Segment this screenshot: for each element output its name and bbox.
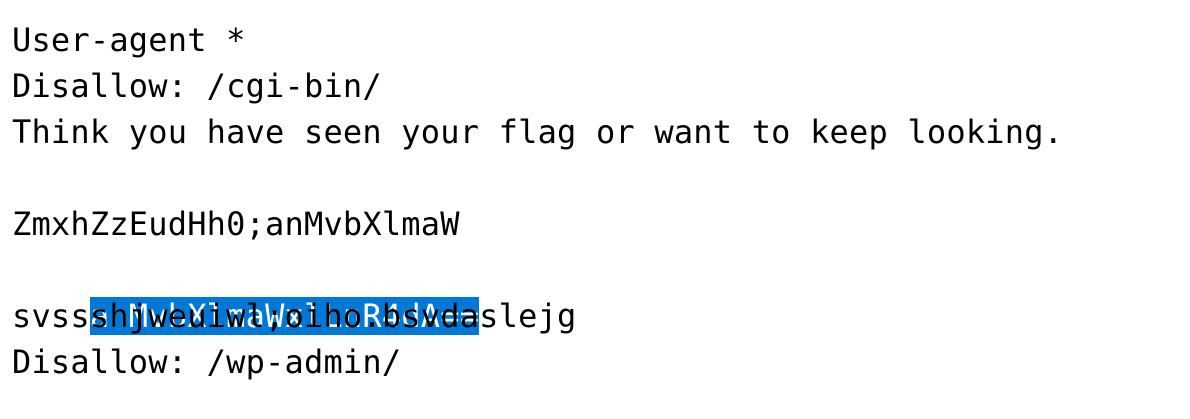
text-line-disallow-cgi-bin: Disallow: /cgi-bin/ [12, 67, 382, 105]
text-line-message: Think you have seen your flag or want to… [12, 113, 1064, 151]
selected-text[interactable]: anMvbXlmaWxlLnR4dA== [89, 297, 480, 335]
text-line-encoded-1: ZmxhZzEudHh0;anMvbXlmaW [12, 205, 460, 243]
text-line-random: svssshjweuiwl;oiho.bsvdaslejg [12, 297, 577, 335]
text-line-selected[interactable]: anMvbXlmaWxlLnR4dA== [12, 247, 480, 335]
text-line-disallow-wp-admin: Disallow: /wp-admin/ [12, 343, 402, 381]
text-line-user-agent: User-agent * [12, 21, 246, 59]
